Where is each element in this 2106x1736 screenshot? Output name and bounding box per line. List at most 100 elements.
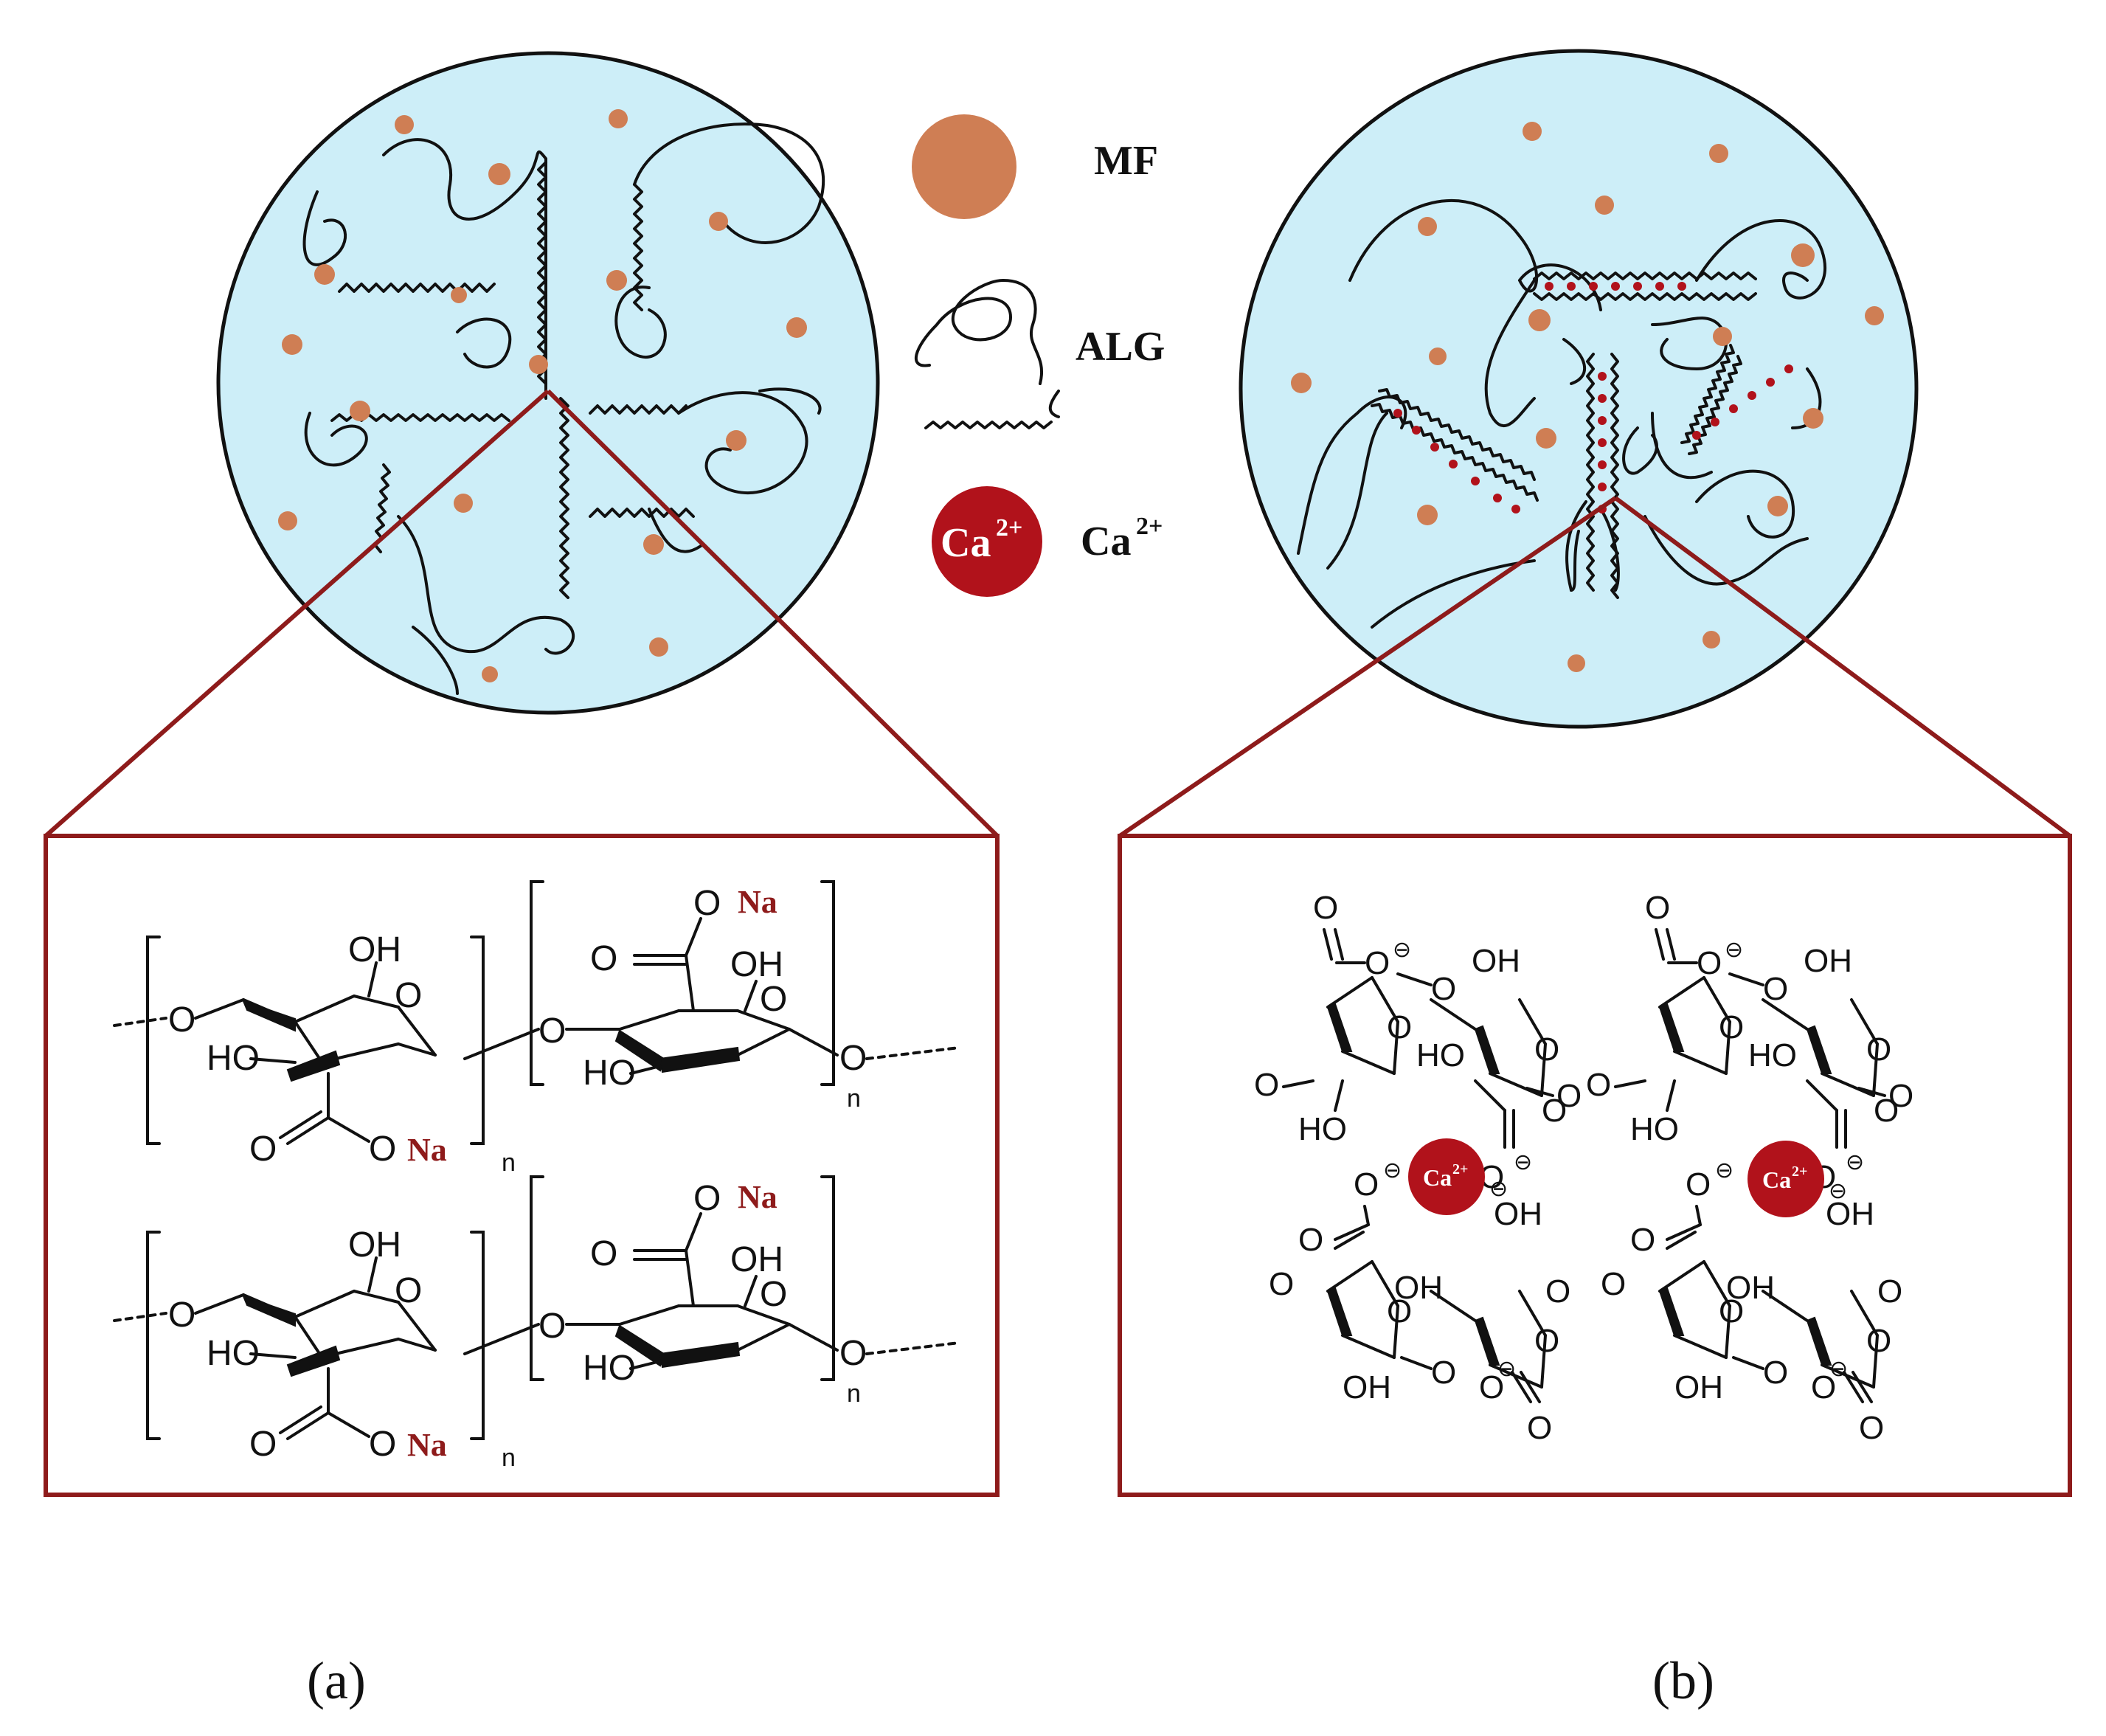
atom-label: HO xyxy=(1748,1037,1797,1073)
bond xyxy=(463,1028,540,1060)
atom-label: O xyxy=(1365,945,1390,981)
bond xyxy=(1282,1079,1314,1088)
repeat-bracket xyxy=(146,1231,161,1440)
atom-label: O xyxy=(1601,1266,1626,1302)
atom-label: O xyxy=(693,1179,721,1218)
atom-label: O xyxy=(1859,1410,1884,1446)
atom-label: OH xyxy=(1804,943,1852,979)
bond xyxy=(1655,928,1665,961)
atom-label: ⊖ xyxy=(1497,1357,1516,1381)
atom-label: OH xyxy=(730,1240,783,1279)
chain-continuation xyxy=(113,1017,167,1027)
repeat-count: n xyxy=(847,1085,861,1113)
bond xyxy=(736,1304,791,1326)
bond xyxy=(249,1057,297,1064)
atom-label: O xyxy=(1866,1031,1891,1068)
bond xyxy=(1326,1260,1374,1293)
atom-label: OH xyxy=(1394,1270,1443,1306)
wedge-bond xyxy=(286,1345,341,1377)
bond xyxy=(397,1338,437,1352)
bond xyxy=(1666,1223,1702,1241)
bond xyxy=(294,1290,356,1318)
wedge-bond xyxy=(1326,1003,1353,1052)
bond xyxy=(367,1256,378,1293)
atom-label: O xyxy=(1387,1009,1412,1045)
atom-label: O xyxy=(538,1011,566,1051)
repeat-bracket xyxy=(146,936,161,1145)
atom-label: OH xyxy=(1472,943,1520,979)
atom-label: O xyxy=(1586,1067,1611,1103)
calcium-ion-circle xyxy=(1748,1141,1824,1217)
atom-label: O xyxy=(1542,1093,1567,1129)
bond xyxy=(327,1116,370,1143)
bond xyxy=(1525,1087,1554,1097)
calcium-ion-charge: 2+ xyxy=(1452,1161,1468,1177)
wedge-bond xyxy=(1658,1003,1685,1052)
bond xyxy=(1511,1371,1532,1403)
ca-legend-swatch-text: Ca xyxy=(941,520,991,566)
negative-charge: ⊖ xyxy=(1489,1177,1508,1201)
atom-label: ⊖ xyxy=(1829,1357,1848,1381)
atom-label: O xyxy=(369,1130,396,1169)
atom-label: OH xyxy=(1494,1196,1542,1232)
bond xyxy=(1725,1304,1731,1359)
bond xyxy=(618,1304,680,1326)
ca-legend-label-sup: 2+ xyxy=(1136,513,1163,540)
wedge-bond xyxy=(614,1324,665,1367)
bond xyxy=(685,1212,702,1252)
wedge-bond xyxy=(1326,1287,1353,1336)
bond xyxy=(249,1352,297,1359)
alg-legend-swatch xyxy=(915,279,1060,429)
bond xyxy=(1540,1334,1547,1389)
atom-label: O xyxy=(1527,1410,1552,1446)
bond xyxy=(629,1065,662,1075)
atom-label: O xyxy=(1763,1355,1788,1391)
wedge-bond xyxy=(659,1046,741,1073)
wedge-bond xyxy=(1806,1316,1832,1366)
calcium-ion-label: Ca xyxy=(1762,1166,1791,1193)
atom-label: O xyxy=(1298,1222,1323,1258)
wedge-bond xyxy=(1658,1287,1685,1336)
alg-legend-label: ALG xyxy=(1075,324,1165,370)
bond xyxy=(1540,1042,1547,1097)
atom-label: O xyxy=(1877,1273,1902,1310)
atom-label: O xyxy=(1254,1067,1279,1103)
calcium-ion-label: Ca xyxy=(1423,1164,1452,1191)
repeat-bracket xyxy=(530,880,544,1086)
structure-frame-b xyxy=(1118,834,2072,1497)
atom-label: OH xyxy=(348,930,401,969)
bond xyxy=(1334,1223,1370,1241)
bond xyxy=(1872,1334,1879,1389)
bond xyxy=(744,980,758,1012)
sodium-label: Na xyxy=(738,884,777,920)
zoom-connector-a xyxy=(44,389,1000,838)
bond xyxy=(327,1411,370,1438)
bond xyxy=(1658,976,1705,1009)
atom-label: OH xyxy=(1726,1270,1775,1306)
bond xyxy=(1396,972,1433,986)
wedge-bond xyxy=(1474,1025,1500,1074)
atom-label: O xyxy=(1534,1031,1559,1068)
calcium-alginate-egg-box-structure: OO⊖OOHOOOHOHOOO⊖OOO⊖OOHOOOHOHOOO⊖OO⊖OOOO… xyxy=(1254,890,1913,1446)
atom-label: O xyxy=(760,1275,787,1314)
calcium-ion-circle xyxy=(1408,1138,1485,1215)
bond xyxy=(744,1275,758,1307)
bond xyxy=(279,1405,322,1434)
atom-label: HO xyxy=(583,1349,636,1388)
repeat-bracket xyxy=(530,1175,544,1381)
atom-label: O xyxy=(168,1000,195,1040)
junction-zone-right xyxy=(1680,344,1793,455)
negative-charge: ⊖ xyxy=(1829,1179,1847,1203)
bond xyxy=(1658,1260,1705,1293)
atom-label: O xyxy=(1479,1369,1504,1405)
repeat-count: n xyxy=(502,1149,516,1177)
panel-label-a: (a) xyxy=(307,1651,366,1710)
bond xyxy=(1614,1079,1646,1088)
bond xyxy=(286,1411,330,1440)
bond xyxy=(1393,1304,1399,1359)
bond xyxy=(1673,1050,1728,1075)
atom-label: OH xyxy=(348,1225,401,1265)
